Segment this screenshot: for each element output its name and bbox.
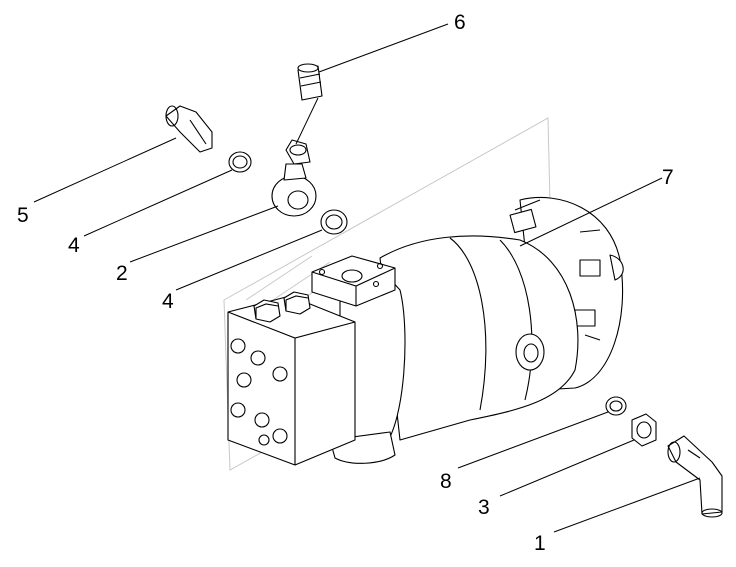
callout-3: 3 bbox=[478, 496, 490, 519]
callout-8: 8 bbox=[440, 470, 452, 493]
callout-4-lower: 4 bbox=[162, 290, 174, 313]
leader-line-5 bbox=[33, 137, 177, 203]
leader-line-1 bbox=[553, 477, 701, 533]
hydraulic-motor-body bbox=[227, 196, 624, 466]
part-2-banjo-fitting bbox=[271, 163, 317, 217]
leader-line-4-lower bbox=[175, 229, 323, 291]
callout-5: 5 bbox=[17, 204, 29, 227]
callout-2: 2 bbox=[116, 262, 128, 285]
leader-line-4-upper bbox=[83, 169, 233, 237]
front-bolt-pattern bbox=[230, 338, 288, 446]
part-4-seal-ring-upper bbox=[228, 151, 252, 173]
leader-line-8 bbox=[457, 411, 609, 469]
leader-line-6 bbox=[318, 23, 449, 73]
callout-7: 7 bbox=[662, 166, 674, 189]
part-1-elbow-fitting bbox=[667, 435, 723, 518]
leader-line-6-axis bbox=[295, 97, 319, 145]
leader-lines bbox=[33, 23, 701, 533]
part-5-banjo-bolt bbox=[165, 105, 213, 153]
leader-line-7 bbox=[519, 177, 663, 247]
hex-bolt bbox=[253, 299, 281, 323]
callout-labels: 6 5 4 2 4 7 8 3 1 bbox=[17, 11, 674, 555]
callout-4-upper: 4 bbox=[68, 234, 80, 257]
leader-line-2 bbox=[129, 205, 279, 263]
part-6-adapter-fitting bbox=[285, 63, 323, 165]
callout-1: 1 bbox=[534, 532, 546, 555]
callout-6: 6 bbox=[454, 11, 466, 34]
leader-line-3 bbox=[499, 439, 635, 497]
part-8-seal-ring bbox=[605, 396, 627, 416]
part-3-nut bbox=[631, 413, 657, 447]
hex-bolt bbox=[283, 291, 311, 315]
part-4-seal-ring-lower bbox=[320, 209, 348, 235]
